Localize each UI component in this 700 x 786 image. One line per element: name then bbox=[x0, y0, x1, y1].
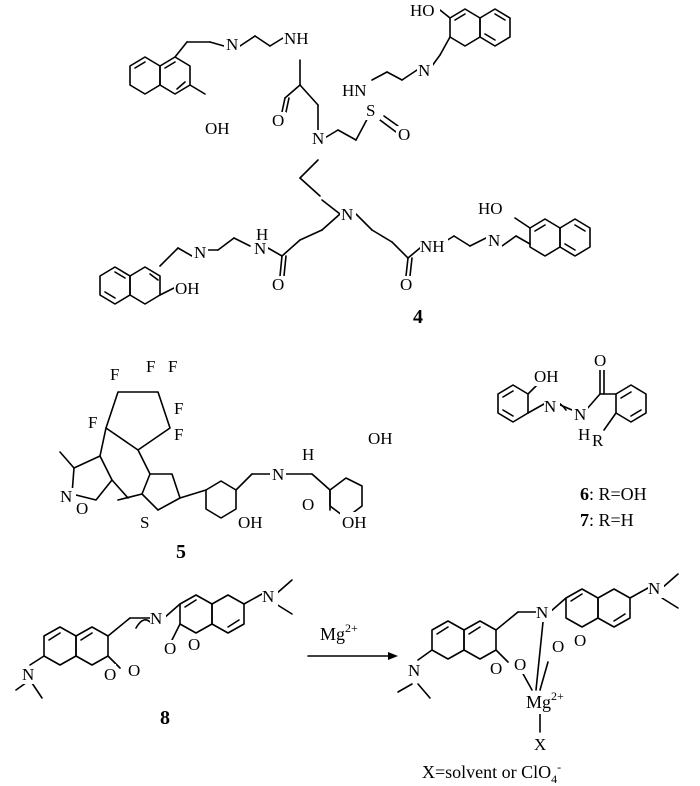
compound-6-r-def: : R=OH bbox=[589, 484, 647, 504]
label-o: O bbox=[188, 635, 200, 654]
label-o: O bbox=[272, 275, 284, 294]
compound-number-5: 5 bbox=[176, 541, 186, 563]
naphthol-ring-top-left bbox=[129, 35, 284, 95]
label-f: F bbox=[168, 357, 177, 376]
label-oh: OH bbox=[534, 367, 559, 386]
label-n: N bbox=[536, 603, 548, 622]
label-n: N bbox=[272, 465, 284, 484]
label-o: O bbox=[104, 665, 116, 684]
label-h: H bbox=[256, 225, 268, 244]
bottom-left-arm bbox=[159, 213, 341, 277]
label-n: N bbox=[312, 129, 324, 148]
x-definition-sub: 4 bbox=[551, 772, 557, 786]
resorcinol-ring bbox=[329, 477, 363, 519]
compound-7-r-def: : R=H bbox=[589, 510, 634, 530]
compound-6-def: 6: R=OH bbox=[580, 484, 647, 504]
label-n: N bbox=[262, 587, 274, 606]
phenol-ring-5 bbox=[205, 480, 237, 519]
compound-number-6: 6 bbox=[580, 484, 589, 504]
label-o: O bbox=[128, 661, 140, 680]
coumarin-right-benzo bbox=[211, 594, 245, 634]
label-n: N bbox=[194, 243, 206, 262]
label-oh: OH bbox=[238, 513, 263, 532]
naphthol-ring-bottom-right bbox=[514, 217, 591, 257]
compound-number-7: 7 bbox=[580, 510, 589, 530]
x-definition-sup: - bbox=[557, 760, 561, 774]
metal-charge: 2+ bbox=[551, 689, 564, 703]
bottom-right-arm bbox=[355, 213, 531, 277]
reagent-mg: Mg bbox=[320, 624, 345, 644]
label-o: O bbox=[302, 495, 314, 514]
label-o: O bbox=[400, 275, 412, 294]
label-n: N bbox=[544, 397, 556, 416]
label-nh: NH bbox=[284, 29, 309, 48]
label-o: O bbox=[164, 639, 176, 658]
label-f: F bbox=[146, 357, 155, 376]
label-sulfur: S bbox=[366, 101, 375, 120]
label-s: S bbox=[140, 513, 149, 532]
thiophene-ring bbox=[141, 473, 181, 511]
label-n: N bbox=[648, 579, 660, 598]
compound-4-structure: OH N NH O N HN S O N HO N H N O N OH O N… bbox=[99, 1, 591, 328]
label-n: N bbox=[341, 205, 353, 224]
label-f: F bbox=[88, 413, 97, 432]
metal-mg: Mg bbox=[526, 692, 551, 712]
label-oh: OH bbox=[175, 279, 200, 298]
label-o: O bbox=[514, 655, 526, 674]
compound-5-structure: F F F F F F N O S OH N H O OH OH 5 bbox=[59, 357, 396, 563]
label-n: N bbox=[226, 35, 238, 54]
product-coumarin-right-benzo bbox=[597, 588, 631, 628]
label-n: N bbox=[408, 661, 420, 680]
label-n: N bbox=[22, 665, 34, 684]
label-ho: HO bbox=[478, 199, 503, 218]
isoxazole-ring bbox=[71, 455, 113, 501]
label-f: F bbox=[110, 365, 119, 384]
reagent-label: Mg2+ bbox=[320, 621, 358, 644]
label-o: O bbox=[490, 659, 502, 678]
label-n: N bbox=[418, 61, 430, 80]
label-n: N bbox=[254, 239, 266, 258]
compound-6-7-structure: OH N N H O R 6: R=OH 7: R=H bbox=[497, 351, 647, 530]
compound-7-def: 7: R=H bbox=[580, 510, 634, 530]
label-n: N bbox=[150, 609, 162, 628]
label-o: O bbox=[574, 631, 586, 650]
label-n: N bbox=[574, 405, 586, 424]
label-n: N bbox=[60, 487, 72, 506]
naphthol-ring-top-right bbox=[371, 8, 511, 81]
label-x: X bbox=[534, 735, 546, 754]
label-oh: OH bbox=[368, 429, 393, 448]
label-f: F bbox=[174, 425, 183, 444]
naphthol-ring-bottom-left bbox=[99, 266, 175, 305]
x-definition: X=solvent or ClO4- bbox=[422, 760, 561, 786]
metal-label: Mg2+ bbox=[526, 689, 564, 712]
label-o: O bbox=[594, 351, 606, 370]
reagent-charge: 2+ bbox=[345, 621, 358, 635]
label-h: H bbox=[302, 445, 314, 464]
x-definition-text: X=solvent or ClO bbox=[422, 762, 551, 782]
label-o: O bbox=[76, 499, 88, 518]
label-oh: OH bbox=[342, 513, 367, 532]
label-o: O bbox=[552, 637, 564, 656]
label-ho: HO bbox=[410, 1, 435, 20]
label-f: F bbox=[174, 399, 183, 418]
label-o: O bbox=[398, 125, 410, 144]
label-oh: OH bbox=[205, 119, 230, 138]
label-o: O bbox=[272, 111, 284, 130]
label-hn: HN bbox=[342, 81, 367, 100]
compound-number-8: 8 bbox=[160, 707, 170, 729]
label-n: N bbox=[488, 231, 500, 250]
label-hn: NH bbox=[420, 237, 445, 256]
product-mg-complex: N O O N O O N Mg2+ X X=solvent or ClO4- bbox=[397, 573, 679, 786]
compound-number-4: 4 bbox=[413, 306, 423, 328]
compound-8-structure: N O O N O O N 8 bbox=[15, 579, 293, 729]
label-h: H bbox=[578, 425, 590, 444]
perfluorocyclopentene-ring bbox=[105, 391, 171, 451]
label-r: R bbox=[592, 431, 604, 450]
reaction-arrow: Mg2+ bbox=[307, 621, 398, 660]
